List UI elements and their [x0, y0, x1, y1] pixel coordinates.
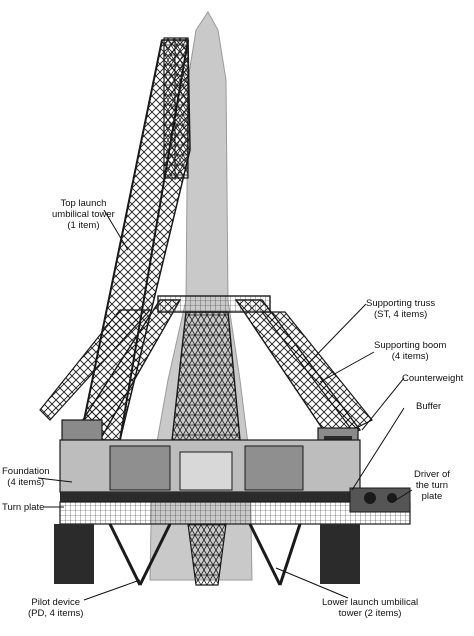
turn-plate — [59, 487, 411, 525]
label-counterweight: Counterweight — [402, 373, 464, 384]
label-driver-turn-plate: Driver of the turn plate — [414, 469, 450, 502]
label-supporting-boom: Supporting boom (4 items) — [374, 340, 447, 362]
label-supporting-truss: Supporting truss (ST, 4 items) — [366, 298, 436, 320]
label-buffer: Buffer — [416, 401, 442, 412]
label-foundation: Foundation (4 items) — [2, 466, 50, 488]
label-lower-tower: Lower launch umbilical tower (2 items) — [322, 597, 419, 619]
label-turn-plate: Turn plate — [2, 502, 45, 513]
label-pilot-device: Pilot device (PD, 4 items) — [28, 597, 84, 619]
label-top-tower: Top launch umbilical tower (1 item) — [52, 198, 115, 231]
lower-structure — [54, 523, 360, 586]
foundation — [59, 439, 361, 493]
supporting-trusses — [39, 295, 373, 441]
leader-lines — [37, 209, 413, 601]
